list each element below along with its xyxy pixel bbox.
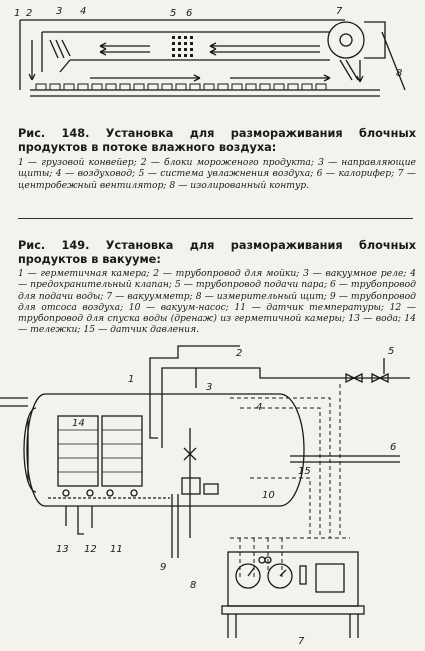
figure-148-diagram: 1 2 3 4 5 6 7 8 [14,6,406,97]
fig149-label-15: 15 [298,466,311,477]
fig148-label-1: 1 [14,8,20,19]
fig149-label-9: 9 [160,562,166,573]
fig149-label-6: 6 [390,442,396,453]
fig148-label-7: 7 [336,6,343,17]
figure-149-caption-title: Рис. 149. Установка для размораживания б… [18,239,416,266]
figure-148-caption-title: Рис. 148. Установка для размораживания б… [18,127,416,154]
fig149-label-10: 10 [262,490,275,501]
fig148-label-3: 3 [56,6,62,17]
fig148-label-5: 5 [170,8,176,19]
fig149-label-14: 14 [72,418,85,429]
fig149-label-11: 11 [110,544,123,555]
fig148-label-4: 4 [80,6,86,17]
section-divider [18,218,413,219]
figure-148-caption-legend: 1 — грузовой конвейер; 2 — блоки морожен… [18,157,416,191]
fig149-label-5: 5 [388,346,394,357]
fig149-label-12: 12 [84,544,97,555]
fig148-label-2: 2 [26,8,32,19]
fig149-label-2: 2 [236,348,242,359]
fig149-label-1: 1 [128,374,134,385]
figure-149-caption-legend: 1 — герметичная камера; 2 — трубопровод … [18,268,416,336]
fig149-label-8: 8 [190,580,196,591]
fig149-label-13: 13 [56,544,69,555]
fig149-label-4: 4 [256,402,262,413]
fig149-label-7: 7 [298,636,305,647]
figure-149-diagram: 1 2 3 4 5 6 7 8 9 10 11 12 13 14 15 [0,345,410,647]
fig149-label-3: 3 [206,382,212,393]
fig148-label-8: 8 [396,68,402,79]
fig148-label-6: 6 [186,8,192,19]
